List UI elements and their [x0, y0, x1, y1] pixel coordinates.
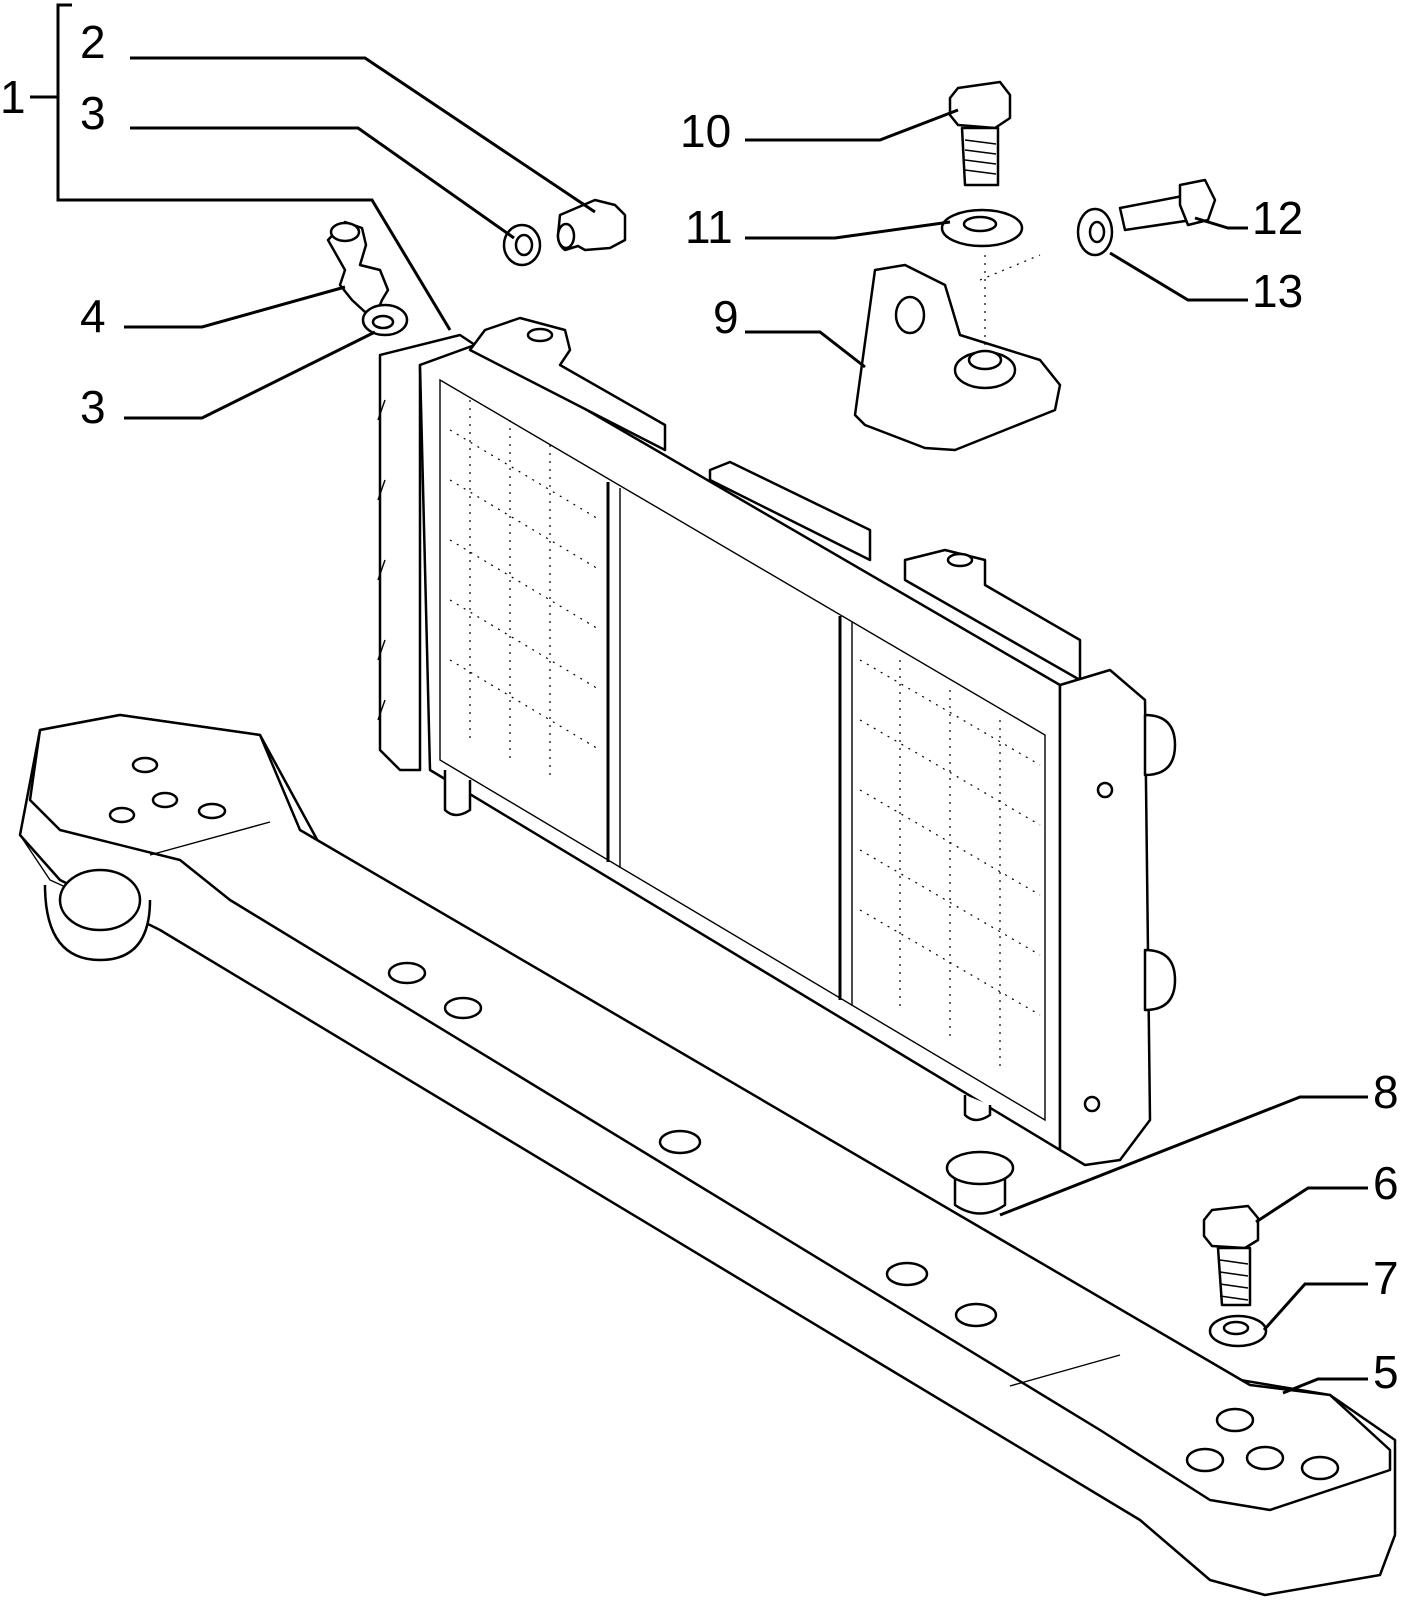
callout-7: 7 [1373, 1252, 1399, 1304]
washer-11 [940, 208, 1024, 248]
callout-labels: 1 2 3 4 3 10 11 9 12 13 8 6 7 5 [0, 16, 1399, 1398]
callout-3-lower: 3 [80, 381, 106, 433]
callout-8: 8 [1373, 1066, 1399, 1118]
bleeder-plug [326, 220, 390, 314]
callout-3-top: 3 [80, 87, 106, 139]
bolt-bottom [1202, 1204, 1260, 1307]
callout-2: 2 [80, 16, 106, 68]
bolt-top [948, 80, 1012, 187]
callout-13: 13 [1252, 265, 1303, 317]
mounting-bracket [853, 254, 1062, 452]
washer-7 [1208, 1314, 1268, 1348]
callout-9: 9 [713, 291, 739, 343]
callout-12: 12 [1252, 192, 1303, 244]
washer-13 [1076, 207, 1114, 257]
callout-6: 6 [1373, 1157, 1399, 1209]
radiator [377, 316, 1177, 1167]
crossmember [18, 713, 1397, 1597]
washer-lower [361, 303, 409, 337]
callout-10: 10 [680, 105, 731, 157]
washer-top [502, 223, 542, 267]
rubber-bush [945, 1150, 1015, 1215]
callout-5: 5 [1373, 1346, 1399, 1398]
leader-lines [30, 3, 1368, 1395]
callout-4: 4 [80, 290, 106, 342]
bolt-side [1118, 178, 1217, 232]
drain-plug [556, 198, 627, 252]
callout-1: 1 [0, 71, 26, 123]
callout-11: 11 [685, 201, 733, 253]
